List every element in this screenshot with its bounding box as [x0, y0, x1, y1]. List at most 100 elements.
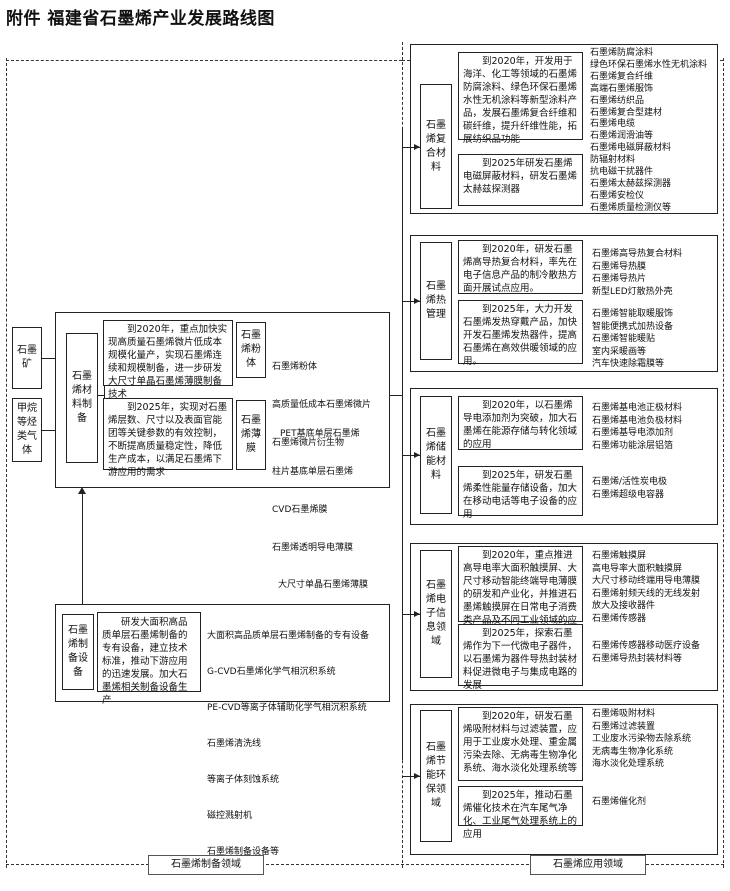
app-section-item: 抗电磁干扰器件 [590, 167, 654, 178]
film-item: 石墨烯透明导电薄膜 [272, 542, 354, 553]
material-prep-label: 石墨烯材料制备 [72, 371, 92, 424]
app-section-item: 石墨烯防腐涂料 [590, 48, 654, 58]
equipment-label-box: 石墨烯制备设备 [62, 614, 94, 690]
app-section-item: 石墨烯/活性炭电极 [592, 477, 668, 487]
left-dashed-border [6, 58, 7, 868]
app-section-item: 石墨烯纺织品 [590, 95, 645, 106]
app-section-item: 石墨烯复合型建材 [590, 107, 663, 118]
app-section-item: 放大及接收器件 [592, 601, 656, 612]
equipment-item: G-CVD石墨烯化学气相沉积系统 [207, 667, 336, 677]
app-section-item: 石墨烯导热膜 [592, 261, 647, 272]
app-section-items-2020: 石墨烯高导热复合材料石墨烯导热膜石墨烯导热片新型LED灯散热外壳 [592, 248, 718, 298]
app-section-2025-text: 到2025年，大力开发石墨烯发热穿戴产品，加快开发石墨烯发热器件，提高石墨烯在高… [463, 304, 578, 367]
connector-methane [42, 430, 56, 431]
app-section-2020-box: 到2020年，以石墨烯导电添加剂为突破，加大石墨烯在能源存储与转化领域的应用 [458, 396, 583, 450]
app-section-2020-box: 到2020年，研发石墨烯吸附材料与过滤装置，应用于工业废水处理、重金属污染去除、… [458, 707, 583, 781]
app-section-item: 石墨烯质量检测仪等 [590, 202, 672, 213]
app-section-2020-box: 到2020年，开发用于海洋、化工等领域的石墨烯防腐涂料、绿色环保石墨烯水性无机涂… [458, 52, 583, 145]
powder-label-box: 石墨烯粉体 [236, 322, 266, 378]
trunk-to-section-connector [402, 455, 420, 456]
right-arrow-icon [414, 143, 420, 150]
graphite-source-label: 石墨矿 [17, 345, 37, 370]
methane-source-box: 甲烷等烃类气体 [12, 398, 42, 462]
app-section-item: 无病毒生物净化系统 [592, 746, 674, 757]
right-arrow-icon [414, 773, 420, 779]
app-section-label: 石墨烯热管理 [426, 281, 446, 320]
app-section-item: 石墨烯传感器移动医疗设备 [592, 641, 701, 651]
app-section-item: 石墨烯太赫兹探测器 [590, 178, 672, 189]
app-section-2025-text: 到2025年研发石墨烯电磁屏蔽材料，研发石墨烯太赫兹探测器 [463, 158, 578, 195]
right-dashed-border [723, 58, 724, 868]
app-section-item: 石墨烯电缆 [590, 119, 636, 130]
page-title: 附件 福建省石墨烯产业发展路线图 [6, 9, 275, 29]
app-section-2025-box: 到2025年，大力开发石墨烯发热穿戴产品，加快开发石墨烯发热器件，提高石墨烯在高… [458, 300, 583, 367]
app-section-label: 石墨烯复合材料 [426, 119, 446, 173]
app-section-items: 石墨烯防腐涂料绿色环保石墨烯水性无机涂料石墨烯复合纤维高端石墨烯服饰石墨烯纺织品… [590, 48, 718, 215]
app-section-item: 石墨烯触摸屏 [592, 551, 647, 561]
film-item: 大尺寸单晶石墨烯薄膜 [278, 580, 369, 591]
app-section-2020-text: 到2020年，以石墨烯导电添加剂为突破，加大石墨烯在能源存储与转化领域的应用 [463, 400, 578, 450]
trunk-to-section-connector [402, 146, 420, 148]
equipment-item: 石墨烯制备设备等 [207, 847, 280, 857]
app-section-2025-text: 到2025年，探索石墨烯作为下一代微电子器件，以石墨烯为器件导热封装材料促进微电… [463, 628, 578, 691]
app-section-2020-box: 到2020年，重点推进高导电率大面积触摸屏、大尺寸移动智能终端导电薄膜的研发和产… [458, 546, 583, 639]
app-section-item: 海水淡化处理系统 [592, 759, 665, 770]
app-section-items-2020: 石墨烯基电池正极材料石墨烯基电池负极材料石墨烯基导电添加剂石墨烯功能涂层铝箔 [592, 402, 718, 452]
app-section-item: 石墨烯过滤装置 [592, 721, 656, 732]
equipment-items: 大面积高品质单层石墨烯制备的专有设备 G-CVD石墨烯化学气相沉积系统 PE-C… [207, 606, 389, 870]
equipment-item: 石墨烯清洗线 [207, 739, 262, 749]
app-domain-footer: 石墨烯应用领域 [530, 855, 646, 875]
app-section-item: 汽车快速除霜膜等 [592, 359, 665, 370]
app-section-item: 智能便携式加热设备 [592, 321, 674, 332]
equipment-text: 研发大面积高品质单层石墨烯制备的专有设备，建立技术标准，推动下游应用的迅速发展。… [102, 617, 188, 706]
app-section-item: 石墨烯复合纤维 [590, 71, 654, 82]
app-section-2025-box: 到2025年，探索石墨烯作为下一代微电子器件，以石墨烯为器件导热封装材料促进微电… [458, 624, 583, 691]
app-section-item: 石墨烯传感器 [592, 613, 647, 624]
app-section-item: 石墨烯功能涂层铝箔 [592, 440, 674, 451]
app-section-2020-text: 到2020年，研发石墨烯高导热复合材料，率先在电子信息产品的制冷散热方面开展试点… [463, 244, 578, 294]
app-trunk-vertical [402, 128, 403, 760]
app-section-item: 石墨烯智能取暖服饰 [592, 309, 674, 319]
app-section-2025-text: 到2025年，研发石墨烯柔性能量存储设备，加大在移动电话等电子设备的应用 [463, 470, 578, 520]
film-label: 石墨烯薄膜 [241, 415, 261, 454]
app-section-item: 高端石墨烯服饰 [590, 83, 654, 94]
right-arrow-icon [414, 298, 420, 304]
app-section-item: 石墨烯基电池正极材料 [592, 403, 683, 413]
app-section-2025-box: 到2025年，推动石墨烯催化技术在汽车尾气净化、工业尾气处理系统上的应用 [458, 786, 583, 840]
powder-items: 石墨烯粉体 高质量低成本石墨烯微片 石墨烯微片衍生物 [272, 336, 387, 462]
app-section-label-box: 石墨烯储能材料 [420, 396, 452, 514]
powder-item: 石墨烯微片衍生物 [272, 437, 345, 448]
app-section-items-2025: 石墨烯智能取暖服饰智能便携式加热设备石墨烯智能暖贴室内采暖画等汽车快速除霜膜等 [592, 308, 718, 371]
powder-label: 石墨烯粉体 [241, 330, 261, 369]
powder-item: 石墨烯粉体 [272, 362, 318, 373]
equipment-item: 等离子体刻蚀系统 [207, 775, 280, 785]
app-section-2020-box: 到2020年，研发石墨烯高导热复合材料，率先在电子信息产品的制冷散热方面开展试点… [458, 240, 583, 294]
app-section-item: 石墨烯导热片 [592, 274, 647, 285]
graphite-source-box: 石墨矿 [12, 327, 42, 389]
app-section-item: 石墨烯超级电容器 [592, 489, 665, 500]
app-section-label-box: 石墨烯节能环保领域 [420, 710, 452, 842]
trunk-to-section-connector [402, 776, 420, 777]
app-section-label: 石墨烯储能材料 [426, 428, 446, 481]
app-section-item: 石墨烯基电池负极材料 [592, 415, 683, 426]
connector-graphite [42, 358, 56, 359]
app-section-item: 石墨烯催化剂 [592, 797, 647, 807]
trunk-to-section-connector [402, 614, 420, 615]
material-prep-2025-box: 到2025年，实现对石墨烯层数、尺寸以及表面官能团等关键参数的有效控制，不断提高… [103, 398, 233, 478]
methane-source-label: 甲烷等烃类气体 [17, 403, 37, 456]
trunk-to-section-connector [402, 301, 420, 302]
app-section-items-2020: 石墨烯触摸屏高电导率大面积触摸屏大尺寸移动终端用导电薄膜石墨烯射频天线的无线发射… [592, 550, 718, 626]
film-item: CVD石墨烯膜 [272, 504, 328, 515]
app-section-item: 石墨烯润滑油等 [590, 131, 654, 142]
material-prep-2020-text: 到2020年，重点加快实现高质量石墨烯微片低成本规模化量产，实现石墨烯连续和规模… [108, 324, 228, 400]
app-section-item: 石墨烯射频天线的无线发射 [592, 588, 701, 599]
app-section-item: 高电导率大面积触摸屏 [592, 563, 683, 574]
app-section-items-2025: 石墨烯/活性炭电极石墨烯超级电容器 [592, 476, 718, 501]
film-item: 柱片基底单层石墨烯 [272, 466, 354, 477]
app-section-item: 石墨烯高导热复合材料 [592, 249, 683, 259]
material-prep-label-box: 石墨烯材料制备 [66, 333, 98, 463]
app-section-item: 大尺寸移动终端用导电薄膜 [592, 576, 701, 587]
app-section-item: 石墨烯吸附材料 [592, 709, 656, 719]
equipment-item: 大面积高品质单层石墨烯制备的专有设备 [207, 631, 370, 641]
app-section-2025-box: 到2025年研发石墨烯电磁屏蔽材料，研发石墨烯太赫兹探测器 [458, 154, 583, 206]
